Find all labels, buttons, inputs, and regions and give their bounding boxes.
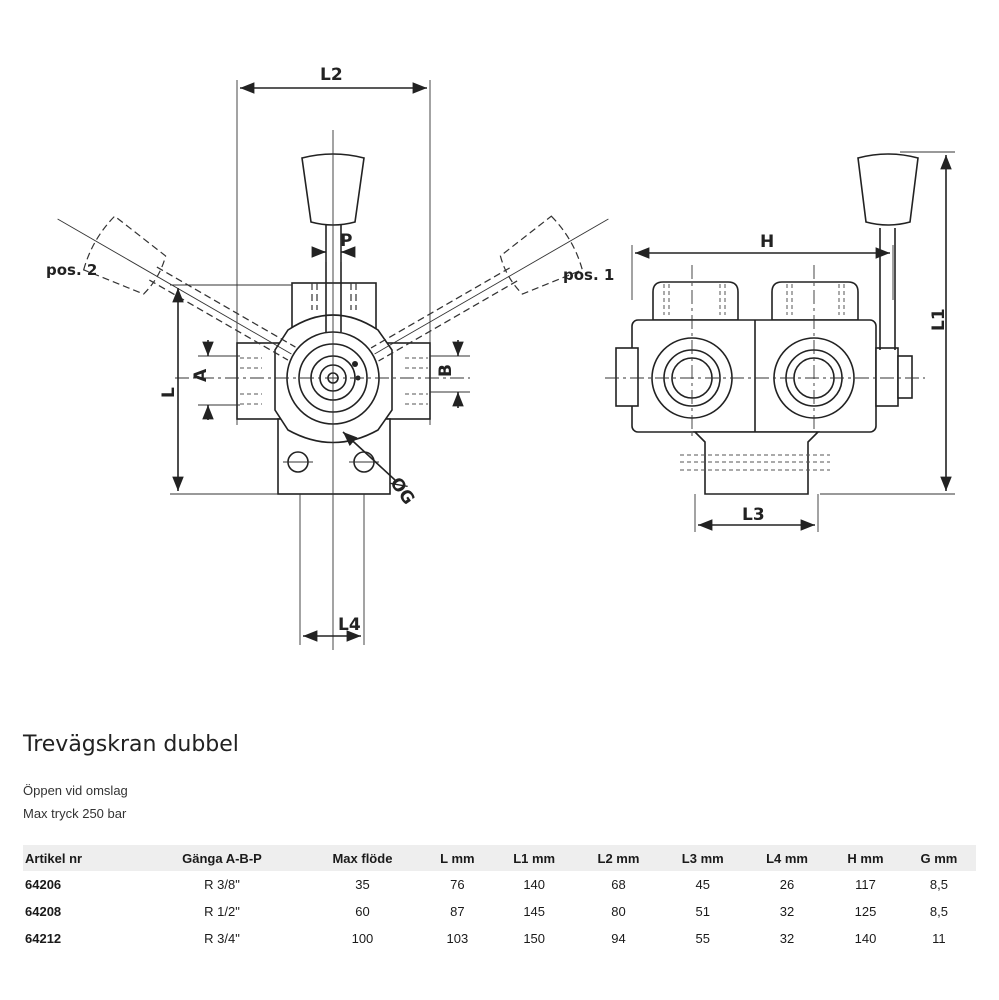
- label-pos1: pos. 1: [563, 266, 614, 284]
- label-pos2: pos. 2: [46, 261, 97, 279]
- cell-max-flode: 100: [351, 931, 374, 946]
- label-a: A: [191, 368, 211, 382]
- technical-drawing: L2: [46, 65, 955, 650]
- cell-artikel: 64206: [25, 877, 62, 892]
- cell-l1: 145: [523, 904, 546, 919]
- cell-max-flode: 35: [355, 877, 370, 892]
- cell-l: 87: [450, 904, 465, 919]
- cell-h: 117: [855, 877, 876, 892]
- cell-l: 103: [446, 931, 469, 946]
- col-max-flode: Max flöde: [302, 845, 423, 871]
- label-l2: L2: [320, 65, 343, 85]
- cell-l4: 32: [779, 904, 795, 919]
- table-row: 64212 R 3/4" 100 103 150 94 55 32 140 11: [23, 925, 976, 952]
- product-description-pressure: Max tryck 250 bar: [23, 806, 127, 821]
- col-artikel: Artikel nr: [23, 845, 142, 871]
- col-l: L mm: [422, 845, 493, 871]
- label-l: L: [159, 387, 179, 398]
- cell-ganga: R 3/8": [204, 877, 240, 892]
- cell-l4: 32: [779, 931, 795, 946]
- cell-g: 8,5: [929, 904, 948, 919]
- label-h: H: [760, 232, 774, 252]
- label-l1: L1: [929, 308, 949, 331]
- cell-l2: 68: [611, 877, 626, 892]
- label-p: P: [340, 231, 352, 251]
- table-header-row: Artikel nr Gänga A-B-P Max flöde L mm L1…: [23, 845, 976, 871]
- cell-max-flode: 60: [355, 904, 370, 919]
- cell-g: 11: [932, 931, 946, 946]
- cell-artikel: 64212: [25, 931, 62, 946]
- col-l2: L2 mm: [576, 845, 661, 871]
- label-l3: L3: [742, 505, 765, 525]
- table-row: 64208 R 1/2" 60 87 145 80 51 32 125 8,5: [23, 898, 976, 925]
- cell-h: 125: [854, 904, 877, 919]
- spec-table: Artikel nr Gänga A-B-P Max flöde L mm L1…: [23, 845, 976, 952]
- table-row: 64206 R 3/8" 35 76 140 68 45 26 117 8,5: [23, 871, 976, 898]
- col-g: G mm: [901, 845, 976, 871]
- cell-l3: 55: [695, 931, 710, 946]
- col-l3: L3 mm: [660, 845, 745, 871]
- cell-ganga: R 1/2": [204, 904, 240, 919]
- cell-l1: 150: [523, 931, 546, 946]
- col-l4: L4 mm: [744, 845, 830, 871]
- product-description-open: Öppen vid omslag: [23, 783, 128, 798]
- side-view: H pos. 1: [563, 151, 955, 532]
- label-b: B: [436, 364, 456, 377]
- front-view: L2: [46, 65, 609, 650]
- cell-ganga: R 3/4": [204, 931, 240, 946]
- col-ganga: Gänga A-B-P: [141, 845, 303, 871]
- cell-l2: 94: [611, 931, 626, 946]
- cell-l: 76: [450, 877, 465, 892]
- cell-h: 140: [854, 931, 877, 946]
- label-l4: L4: [338, 615, 361, 635]
- cell-l3: 51: [695, 904, 710, 919]
- cell-artikel: 64208: [25, 904, 62, 919]
- cell-l1: 140: [523, 877, 546, 892]
- col-l1: L1 mm: [492, 845, 577, 871]
- col-h: H mm: [829, 845, 902, 871]
- cell-g: 8,5: [929, 877, 948, 892]
- cell-l4: 26: [779, 877, 795, 892]
- cell-l2: 80: [611, 904, 626, 919]
- cell-l3: 45: [695, 877, 710, 892]
- product-title: Trevägskran dubbel: [23, 732, 239, 757]
